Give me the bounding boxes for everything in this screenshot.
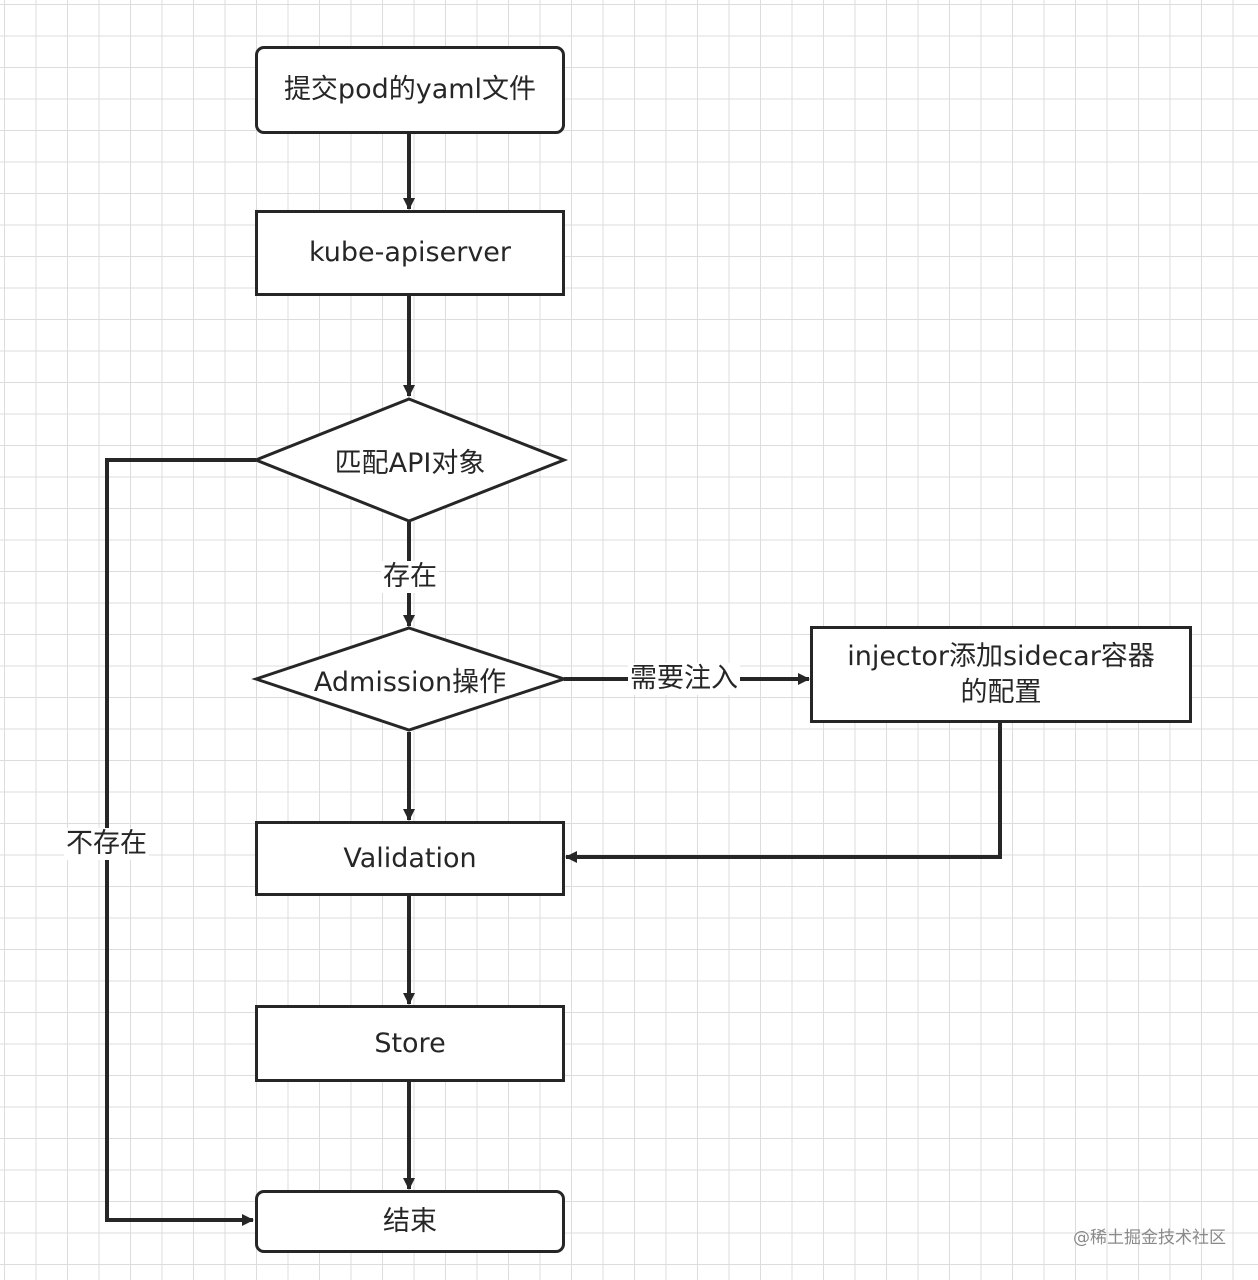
match-decision-shape xyxy=(251,397,569,523)
match-api-object-decision: 匹配API对象 xyxy=(334,447,486,479)
watermark: @稀土掘金技术社区 xyxy=(1073,1228,1226,1248)
edge-injector-to-validation xyxy=(565,722,1002,863)
end-node: 结束 xyxy=(255,1190,565,1253)
admission-decision-shape xyxy=(251,626,569,732)
need-inject-label: 需要注入 xyxy=(628,663,740,696)
kube-apiserver-node: kube-apiserver xyxy=(255,210,565,296)
injector-node: injector添加sidecar容器 的配置 xyxy=(810,626,1192,723)
submit-yaml-node: 提交pod的yaml文件 xyxy=(255,46,565,134)
admission-decision: Admission操作 xyxy=(313,666,507,698)
validation-node: Validation xyxy=(255,821,565,896)
exists-label: 存在 xyxy=(381,561,439,594)
not-exists-label: 不存在 xyxy=(64,828,149,861)
store-node: Store xyxy=(255,1005,565,1082)
